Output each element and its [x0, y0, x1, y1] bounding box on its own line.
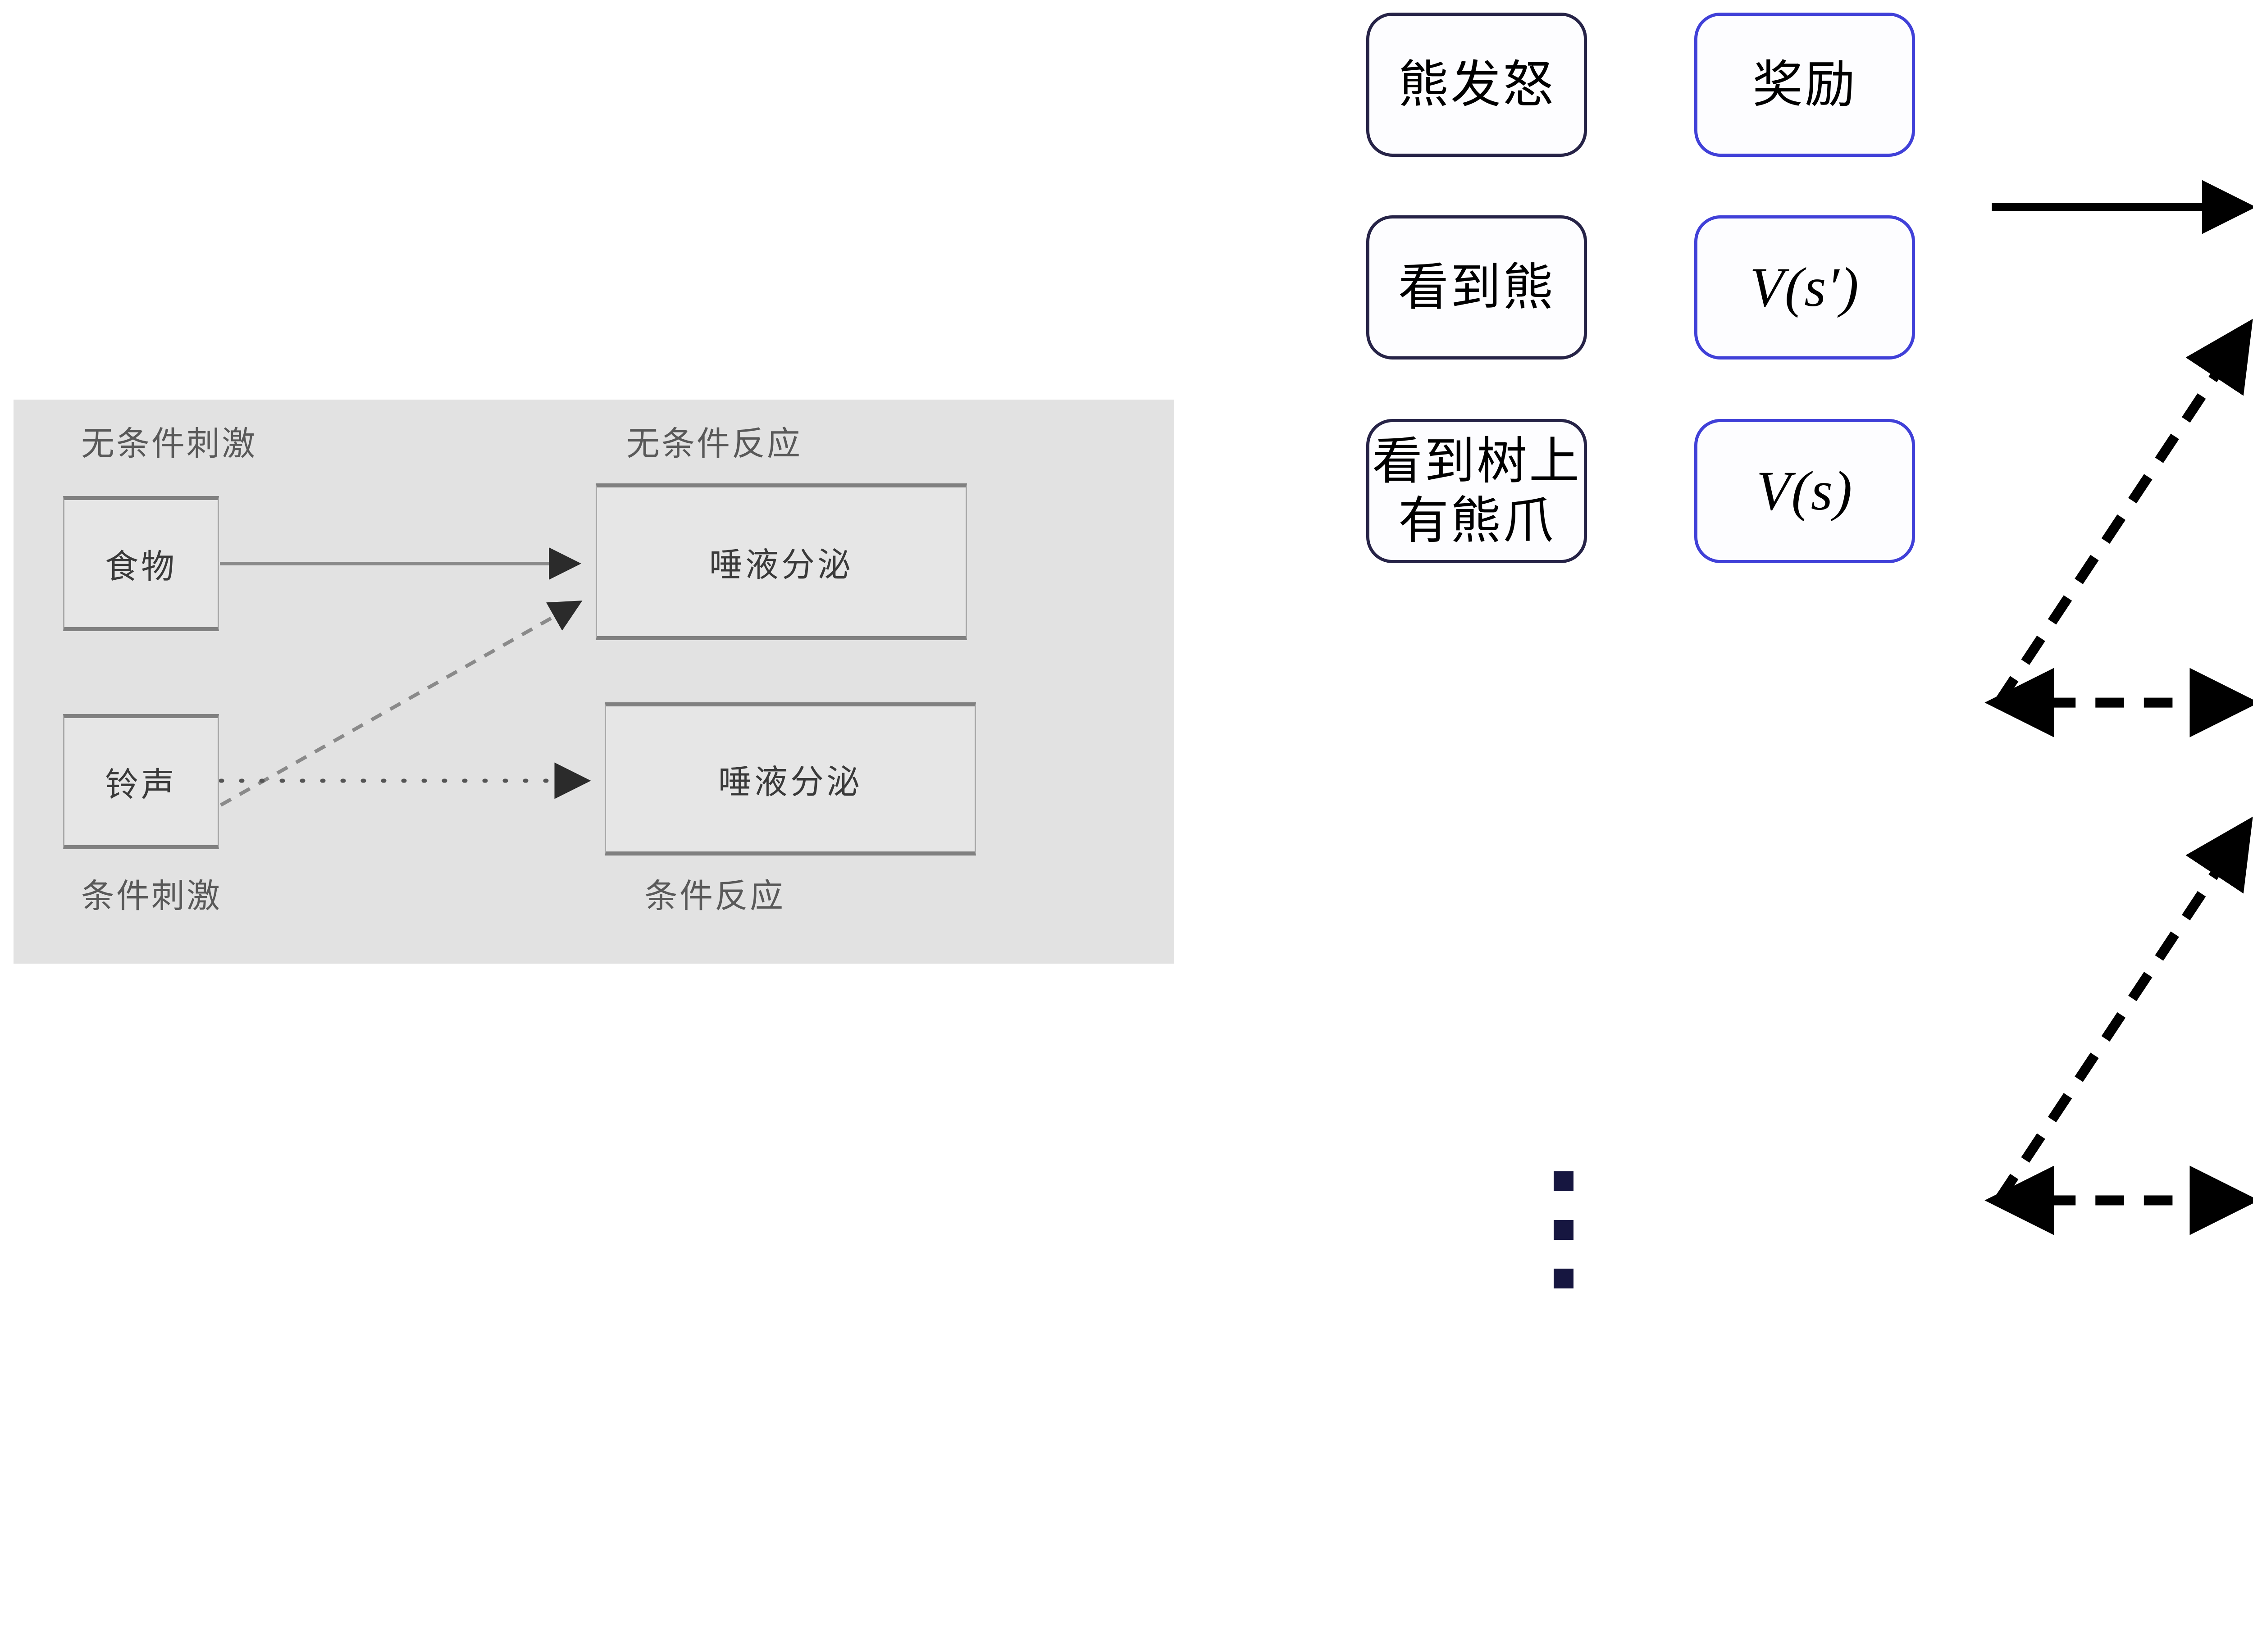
pavlov-box-food: 食物 [63, 496, 219, 631]
rl-box-bear-angry-label: 熊发怒 [1398, 56, 1555, 113]
rl-box-reward-label: 奖励 [1752, 56, 1857, 113]
pavlov-box-bell: 铃声 [63, 714, 219, 849]
label-conditioned-response: 条件反应 [644, 877, 785, 915]
rl-value-propagation-diagram: 熊发怒 看到熊 看到树上有熊爪 奖励 V(s′) V(s) [1307, 0, 2253, 1370]
rl-edges [1984, 180, 2253, 1235]
label-unconditioned-stimulus: 无条件刺激 [81, 425, 257, 462]
rl-box-v-s-label: V(s) [1756, 460, 1853, 522]
rl-box-v-s[interactable]: V(s) [1694, 419, 1915, 563]
rl-box-see-bear-label: 看到熊 [1398, 259, 1555, 315]
rl-box-see-bear[interactable]: 看到熊 [1366, 215, 1587, 360]
pavlov-box-salivation-unconditioned: 唾液分泌 [596, 483, 967, 640]
pavlov-conditioning-panel: 无条件刺激 无条件反应 条件刺激 条件反应 食物 唾液分泌 铃声 唾液分泌 [14, 400, 1174, 964]
edge-see-bear-to-reward [1994, 319, 2253, 705]
edge-see-paw-to-v-s-prime [1994, 816, 2253, 1203]
pavlov-box-salivation-conditioned: 唾液分泌 [605, 702, 976, 856]
rl-box-v-s-prime[interactable]: V(s′) [1694, 215, 1915, 360]
rl-box-see-paw-label: 看到树上有熊爪 [1372, 432, 1581, 549]
rl-box-v-s-prime-label: V(s′) [1750, 256, 1860, 318]
label-unconditioned-response: 无条件反应 [626, 425, 802, 462]
ellipsis-dot [1554, 1220, 1573, 1240]
rl-box-see-paw[interactable]: 看到树上有熊爪 [1366, 419, 1587, 563]
ellipsis-dot [1554, 1269, 1573, 1288]
arrow-bell-to-salivation-top [220, 601, 583, 807]
rl-box-reward[interactable]: 奖励 [1694, 13, 1915, 157]
ellipsis-dot [1554, 1171, 1573, 1191]
rl-box-bear-angry[interactable]: 熊发怒 [1366, 13, 1587, 157]
ellipsis-dots-left-column [1554, 1171, 1573, 1288]
label-conditioned-stimulus: 条件刺激 [81, 877, 222, 915]
pavlov-arrows [219, 547, 591, 807]
